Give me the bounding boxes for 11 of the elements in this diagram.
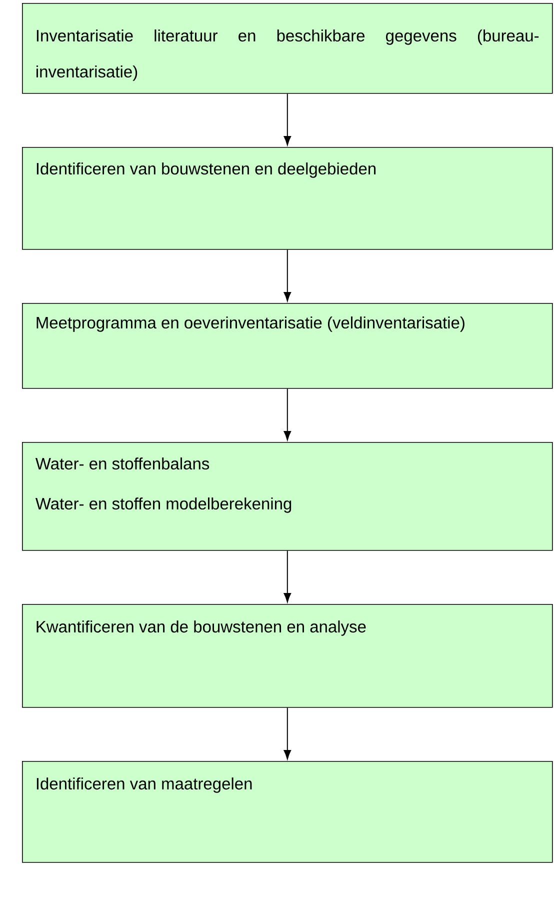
arrow: [284, 249, 292, 302]
process-box: Water- en stoffenbalans Water- en stoffen modelberekening: [22, 442, 553, 551]
arrow: [284, 550, 292, 602]
arrow: [284, 707, 292, 760]
arrow: [284, 388, 292, 440]
process-box: Kwantificeren van de bouwstenen en analyse: [22, 604, 553, 708]
process-box: Identificeren van bouwstenen en deelgebieden: [22, 147, 553, 250]
process-box: Identificeren van maatregelen: [22, 761, 553, 863]
arrow: [284, 93, 292, 146]
process-box: Inventarisatie literatuur en beschikbare gegevens (bureau-inventarisatie): [22, 3, 553, 94]
process-box: Meetprogramma en oeverinventarisatie (veldinventarisatie): [22, 303, 553, 389]
